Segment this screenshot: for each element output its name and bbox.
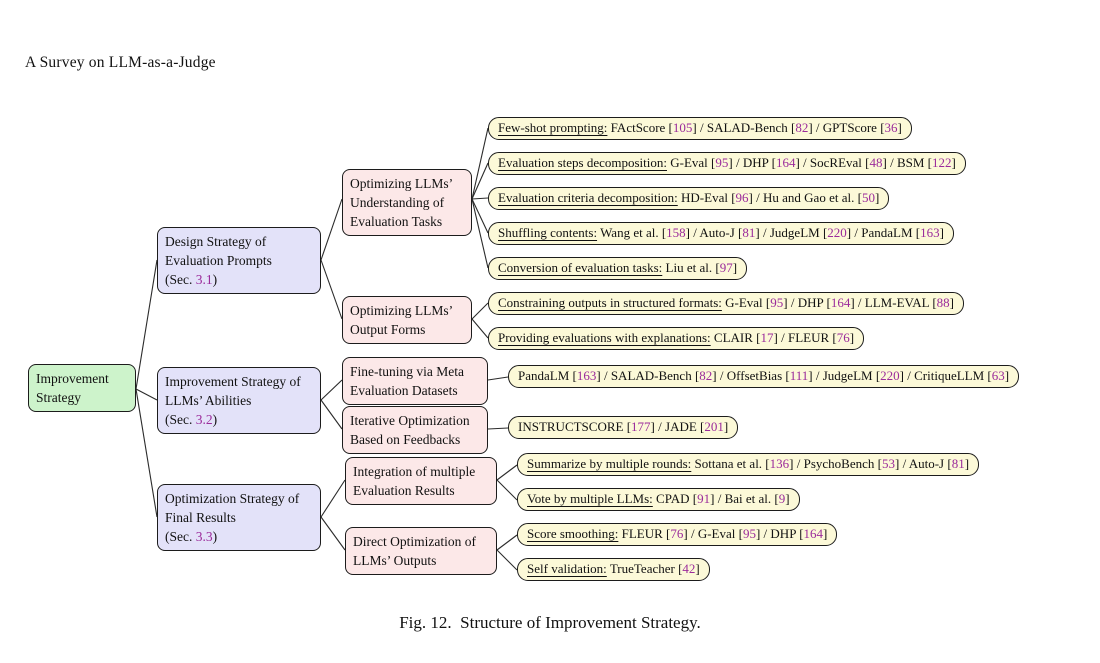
- node-label: Fine-tuning via Meta Evaluation Datasets: [350, 364, 464, 398]
- node-improvement-strategy-of-llms-abilities: Improvement Strategy of LLMs’ Abilities …: [157, 367, 321, 434]
- paper-running-title: A Survey on LLM-as-a-Judge: [25, 54, 216, 71]
- leaf-topic-label: Self validation:: [527, 561, 607, 576]
- node-label: Iterative Optimization Based on Feedback…: [350, 413, 470, 447]
- node-design-strategy-of-evaluation-prompts: Design Strategy of Evaluation Prompts (S…: [157, 227, 321, 294]
- citation-ref[interactable]: 42: [682, 561, 696, 576]
- node-direct-optimization-of-llms-outputs: Direct Optimization of LLMs’ Outputs: [345, 527, 497, 575]
- citation-ref[interactable]: 158: [666, 225, 686, 240]
- leaf-topic-label: Evaluation criteria decomposition:: [498, 190, 678, 205]
- node-improvement-strategy: Improvement Strategy: [28, 364, 136, 412]
- leaf-constraining-outputs: Constraining outputs in structured forma…: [488, 292, 964, 315]
- citation-ref[interactable]: 17: [760, 330, 774, 345]
- section-ref: (Sec. 3.2): [165, 410, 313, 429]
- section-ref-text: ): [212, 272, 218, 287]
- citation-ref[interactable]: 81: [951, 456, 965, 471]
- citation-ref[interactable]: 82: [795, 120, 809, 135]
- citation-ref[interactable]: 122: [932, 155, 952, 170]
- section-ref-text: (Sec.: [165, 529, 193, 544]
- node-integration-of-multiple-evaluation-results: Integration of multiple Evaluation Resul…: [345, 457, 497, 505]
- citation-ref[interactable]: 177: [631, 419, 651, 434]
- citation-ref[interactable]: 220: [827, 225, 847, 240]
- leaf-topic-label: Constraining outputs in structured forma…: [498, 295, 722, 310]
- node-label: Integration of multiple Evaluation Resul…: [353, 464, 476, 498]
- node-optimizing-llms-output-forms: Optimizing LLMs’ Output Forms: [342, 296, 472, 344]
- leaf-topic-label: Evaluation steps decomposition:: [498, 155, 667, 170]
- section-ref: (Sec. 3.3): [165, 527, 313, 546]
- figure-caption: Fig. 12. Structure of Improvement Strate…: [399, 613, 701, 632]
- citation-ref[interactable]: 136: [769, 456, 790, 471]
- citation-ref[interactable]: 82: [699, 368, 713, 383]
- citation-ref[interactable]: 163: [576, 368, 597, 383]
- node-label: Optimizing LLMs’ Understanding of Evalua…: [350, 176, 453, 229]
- leaf-providing-explanations: Providing evaluations with explanations:…: [488, 327, 865, 350]
- citation-ref[interactable]: 163: [920, 225, 940, 240]
- citation-ref[interactable]: 105: [672, 120, 693, 135]
- leaf-finetuning-references: PandaLM [163] / SALAD-Bench [82] / Offse…: [508, 365, 1020, 388]
- section-ref-text: (Sec.: [165, 412, 193, 427]
- citation-ref[interactable]: 164: [775, 155, 796, 170]
- citation-ref[interactable]: 96: [735, 190, 749, 205]
- node-optimization-strategy-of-final-results: Optimization Strategy of Final Results (…: [157, 484, 321, 551]
- citation-ref[interactable]: 81: [742, 225, 756, 240]
- node-finetuning-via-meta-evaluation-datasets: Fine-tuning via Meta Evaluation Datasets: [342, 357, 488, 405]
- section-ref-text: ): [212, 412, 218, 427]
- citation-ref[interactable]: 48: [869, 155, 883, 170]
- citation-ref[interactable]: 201: [704, 419, 724, 434]
- leaf-topic-label: Providing evaluations with explanations:: [498, 330, 711, 345]
- leaf-topic-label: Vote by multiple LLMs:: [527, 491, 653, 506]
- node-label: Direct Optimization of LLMs’ Outputs: [353, 534, 476, 568]
- citation-ref[interactable]: 97: [719, 260, 733, 275]
- leaf-evaluation-criteria-decomposition: Evaluation criteria decomposition: HD-Ev…: [488, 187, 890, 210]
- node-label: Improvement Strategy of LLMs’ Abilities: [165, 374, 301, 408]
- section-link[interactable]: 3.1: [195, 272, 213, 287]
- leaf-few-shot-prompting: Few-shot prompting: FActScore [105] / SA…: [488, 117, 912, 140]
- leaf-topic-label: Few-shot prompting:: [498, 120, 608, 135]
- leaf-shuffling-contents: Shuffling contents: Wang et al. [158] / …: [488, 222, 954, 245]
- leaf-evaluation-steps-decomposition: Evaluation steps decomposition: G-Eval […: [488, 152, 966, 175]
- section-link[interactable]: 3.2: [195, 412, 213, 427]
- citation-ref[interactable]: 111: [789, 368, 809, 383]
- citation-ref[interactable]: 50: [861, 190, 875, 205]
- section-link[interactable]: 3.3: [195, 529, 213, 544]
- citation-ref[interactable]: 76: [670, 526, 684, 541]
- section-ref-text: (Sec.: [165, 272, 193, 287]
- citation-ref[interactable]: 88: [936, 295, 950, 310]
- leaf-summarize-by-multiple-rounds: Summarize by multiple rounds: Sottana et…: [517, 453, 980, 476]
- citation-ref[interactable]: 63: [991, 368, 1005, 383]
- leaf-vote-by-multiple-llms: Vote by multiple LLMs: CPAD [91] / Bai e…: [517, 488, 800, 511]
- citation-ref[interactable]: 95: [770, 295, 784, 310]
- citation-ref[interactable]: 36: [884, 120, 898, 135]
- citation-ref[interactable]: 95: [742, 526, 756, 541]
- node-label: Optimizing LLMs’ Output Forms: [350, 303, 453, 337]
- node-iterative-optimization-based-on-feedbacks: Iterative Optimization Based on Feedback…: [342, 406, 488, 454]
- citation-ref[interactable]: 91: [697, 491, 711, 506]
- citation-ref[interactable]: 164: [830, 295, 851, 310]
- section-ref-text: ): [212, 529, 218, 544]
- section-ref: (Sec. 3.1): [165, 270, 313, 289]
- citation-ref[interactable]: 220: [880, 368, 900, 383]
- leaf-score-smoothing: Score smoothing: FLEUR [76] / G-Eval [95…: [517, 523, 838, 546]
- citation-ref[interactable]: 9: [778, 491, 786, 506]
- node-label: Improvement Strategy: [36, 371, 109, 405]
- leaf-topic-label: Conversion of evaluation tasks:: [498, 260, 663, 275]
- node-label: Optimization Strategy of Final Results: [165, 491, 300, 525]
- citation-ref[interactable]: 76: [836, 330, 850, 345]
- leaf-self-validation: Self validation: TrueTeacher [42]: [517, 558, 710, 581]
- leaf-topic-label: Summarize by multiple rounds:: [527, 456, 692, 471]
- citation-ref[interactable]: 164: [803, 526, 824, 541]
- node-label: Design Strategy of Evaluation Prompts: [165, 234, 272, 268]
- citation-ref[interactable]: 53: [881, 456, 895, 471]
- leaf-topic-label: Shuffling contents:: [498, 225, 598, 240]
- leaf-conversion-of-evaluation-tasks: Conversion of evaluation tasks: Liu et a…: [488, 257, 748, 280]
- node-optimizing-llms-understanding: Optimizing LLMs’ Understanding of Evalua…: [342, 169, 472, 236]
- leaf-topic-label: Score smoothing:: [527, 526, 619, 541]
- citation-ref[interactable]: 95: [715, 155, 729, 170]
- leaf-feedback-references: INSTRUCTSCORE [177] / JADE [201]: [508, 416, 739, 439]
